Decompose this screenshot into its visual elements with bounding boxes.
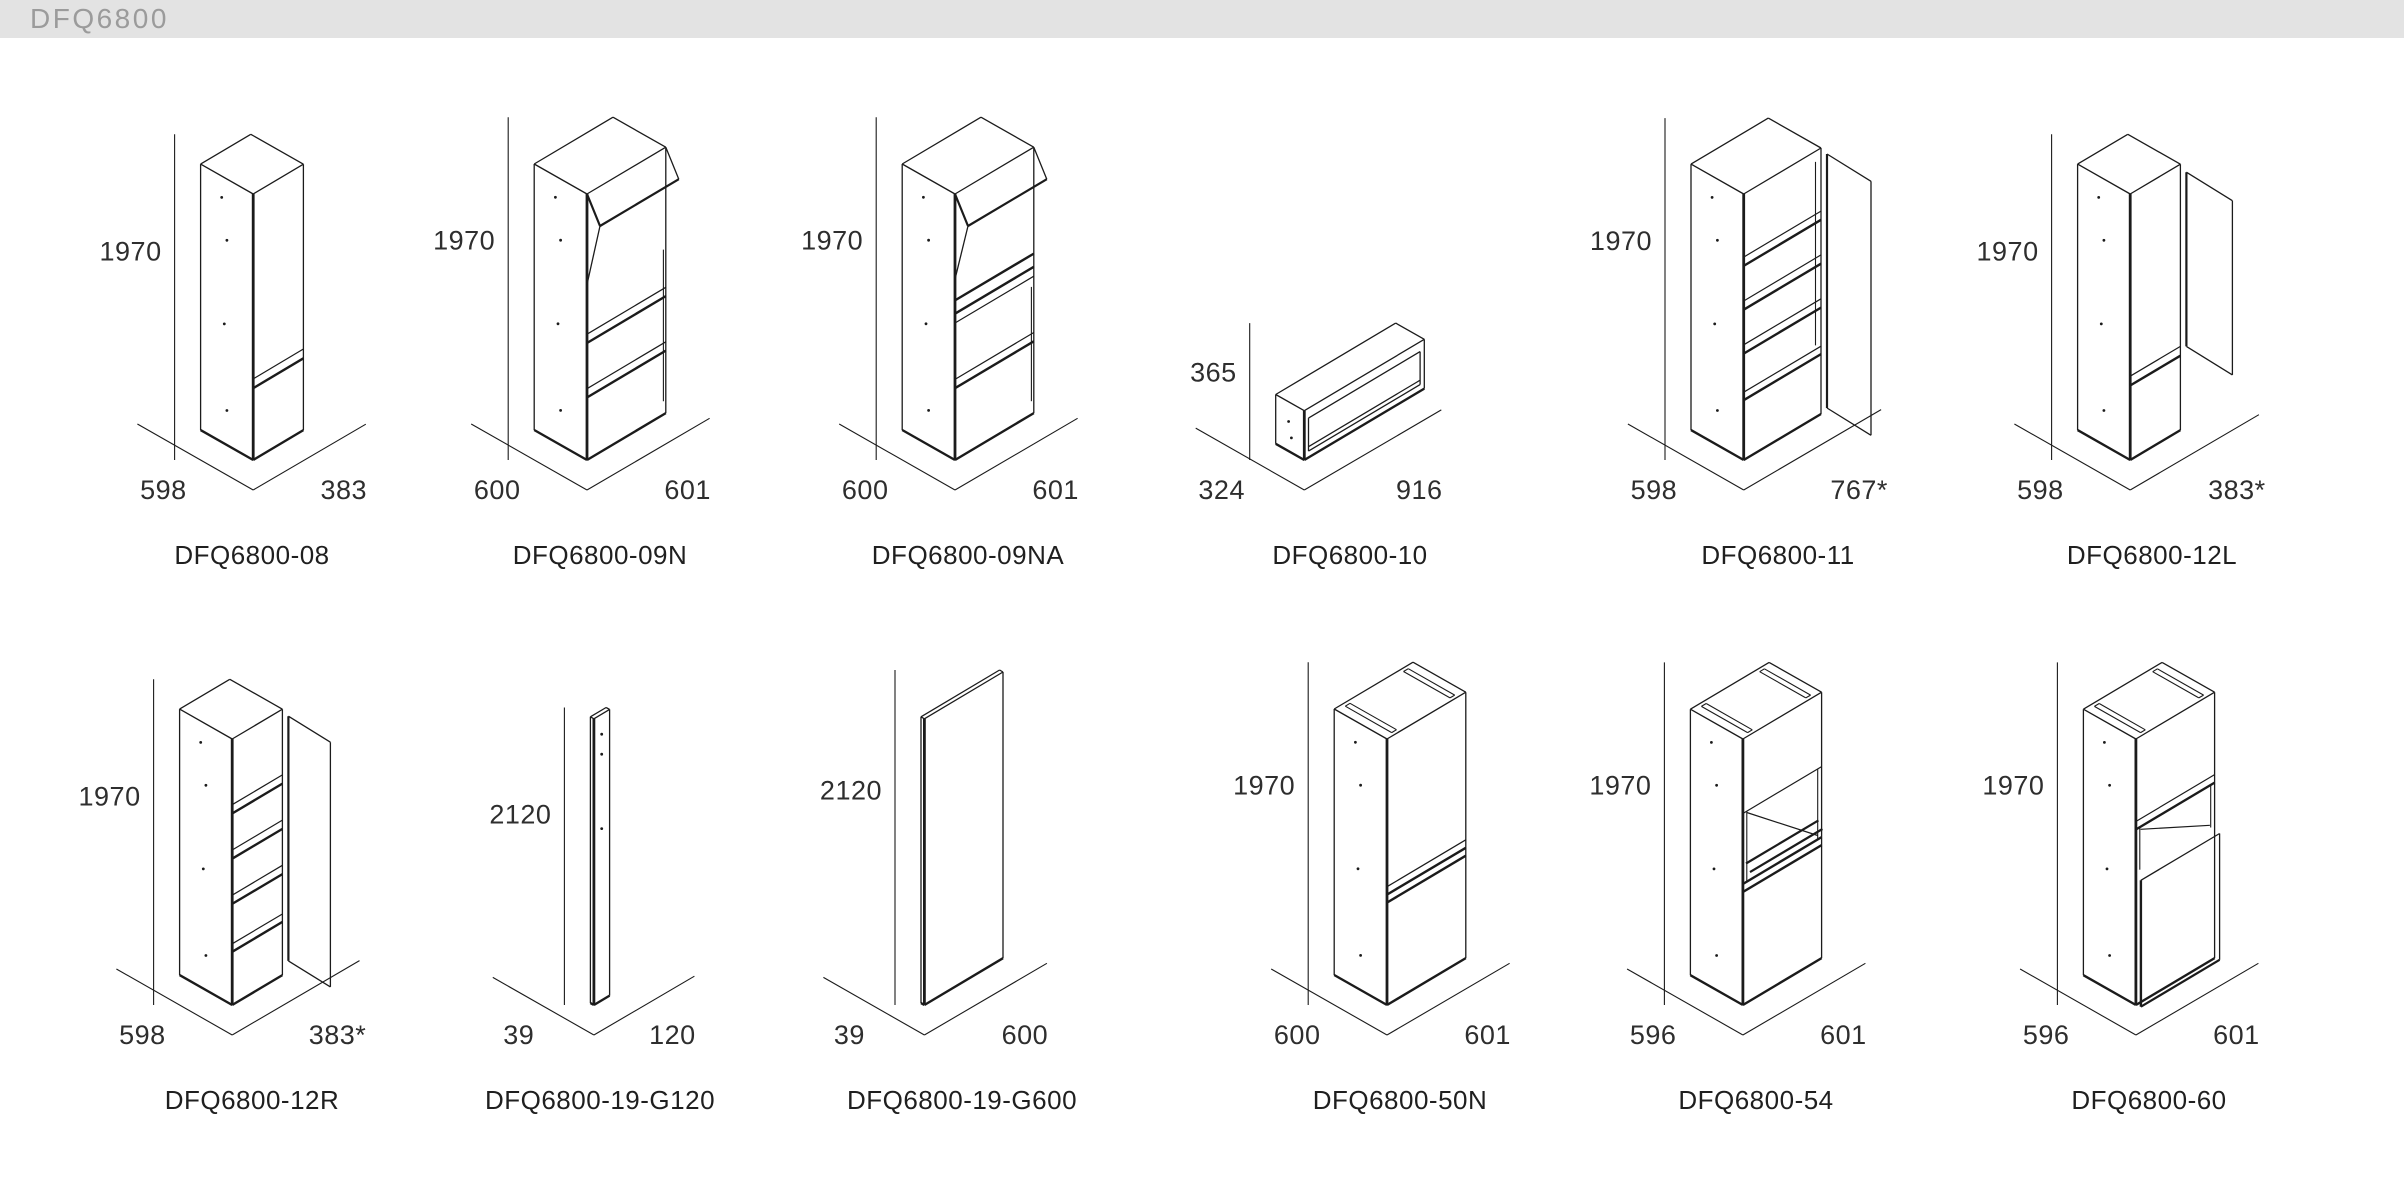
width-dimension-label: 383	[321, 475, 368, 505]
product-code-label: DFQ6800-50N	[1312, 1085, 1488, 1115]
depth-dimension-label: 596	[2023, 1020, 2070, 1050]
height-dimension-label: 1970	[79, 782, 141, 812]
depth-dimension-label: 598	[140, 475, 187, 505]
cabinet-drawing: 2120 39 600	[820, 669, 1049, 1050]
width-dimension-label: 383*	[309, 1020, 367, 1050]
product-code-label: DFQ6800-60	[2071, 1085, 2227, 1115]
depth-dimension-label: 598	[1631, 475, 1678, 505]
product-code-label: DFQ6800-09NA	[871, 540, 1065, 570]
cabinet-drawing: 1970 600 601	[801, 116, 1079, 505]
depth-dimension-label: 598	[119, 1020, 166, 1050]
depth-dimension-label: 600	[474, 475, 521, 505]
height-dimension-label: 1970	[1977, 237, 2039, 267]
width-dimension-label: 601	[664, 475, 711, 505]
cabinet-drawing: 2120 39 120	[489, 706, 696, 1050]
height-dimension-label: 1970	[433, 226, 495, 256]
width-dimension-label: 120	[649, 1020, 696, 1050]
cabinet-drawing: 1970 598 383*	[79, 678, 367, 1050]
header-bar: DFQ6800	[0, 0, 2404, 38]
cabinet-drawing: 1970 600 601	[1233, 661, 1511, 1050]
product-code-label: DFQ6800-19-G120	[484, 1085, 716, 1115]
cabinet-drawing: 1970 600 601	[433, 116, 711, 505]
width-dimension-label: 601	[1032, 475, 1079, 505]
cabinet-drawing: 365 324 916	[1190, 322, 1443, 505]
width-dimension-label: 916	[1396, 475, 1443, 505]
cabinet-drawing: 1970 598 383	[100, 133, 368, 505]
width-dimension-label: 601	[1820, 1020, 1867, 1050]
height-dimension-label: 1970	[1589, 771, 1651, 801]
height-dimension-label: 365	[1190, 357, 1237, 387]
product-code-label: DFQ6800-12L	[2066, 540, 2238, 570]
height-dimension-label: 1970	[100, 237, 162, 267]
page-title: DFQ6800	[30, 3, 169, 34]
cabinet-drawing: 1970 596 601	[1589, 661, 1867, 1050]
height-dimension-label: 1970	[801, 226, 863, 256]
depth-dimension-label: 600	[1274, 1020, 1321, 1050]
height-dimension-label: 2120	[489, 800, 551, 830]
cabinet-drawing: 1970 598 767*	[1592, 117, 1888, 505]
width-dimension-label: 767*	[1830, 475, 1888, 505]
width-dimension-label: 600	[1002, 1020, 1049, 1050]
cabinet-drawing: 1970 596 601	[1982, 661, 2260, 1050]
width-dimension-label: 601	[2213, 1020, 2260, 1050]
depth-dimension-label: 324	[1198, 475, 1245, 505]
product-cell: 1970 598 383* DFQ6800-12R	[66, 615, 438, 1127]
product-code-label: DFQ6800-54	[1678, 1085, 1834, 1115]
product-code-label: DFQ6800-09N	[512, 540, 688, 570]
product-code-label: DFQ6800-10	[1272, 540, 1428, 570]
depth-dimension-label: 600	[842, 475, 889, 505]
depth-dimension-label: 596	[1630, 1020, 1677, 1050]
depth-dimension-label: 39	[834, 1020, 865, 1050]
cabinet-drawing: 1970 598 383*	[1977, 133, 2266, 505]
height-dimension-label: 1970	[1592, 226, 1652, 256]
product-code-label: DFQ6800-11	[1701, 540, 1855, 570]
width-dimension-label: 601	[1464, 1020, 1511, 1050]
width-dimension-label: 383*	[2208, 475, 2266, 505]
product-code-label: DFQ6800-12R	[164, 1085, 340, 1115]
product-code-label: DFQ6800-19-G600	[846, 1085, 1078, 1115]
height-dimension-label: 2120	[820, 776, 882, 806]
product-cell: 1970 598 383* DFQ6800-12L	[1966, 70, 2338, 582]
depth-dimension-label: 39	[503, 1020, 534, 1050]
height-dimension-label: 1970	[1233, 771, 1295, 801]
product-code-label: DFQ6800-08	[174, 540, 330, 570]
depth-dimension-label: 598	[2017, 475, 2064, 505]
height-dimension-label: 1970	[1982, 771, 2044, 801]
product-cell: 1970 598 767* DFQ6800-11	[1592, 70, 1964, 582]
